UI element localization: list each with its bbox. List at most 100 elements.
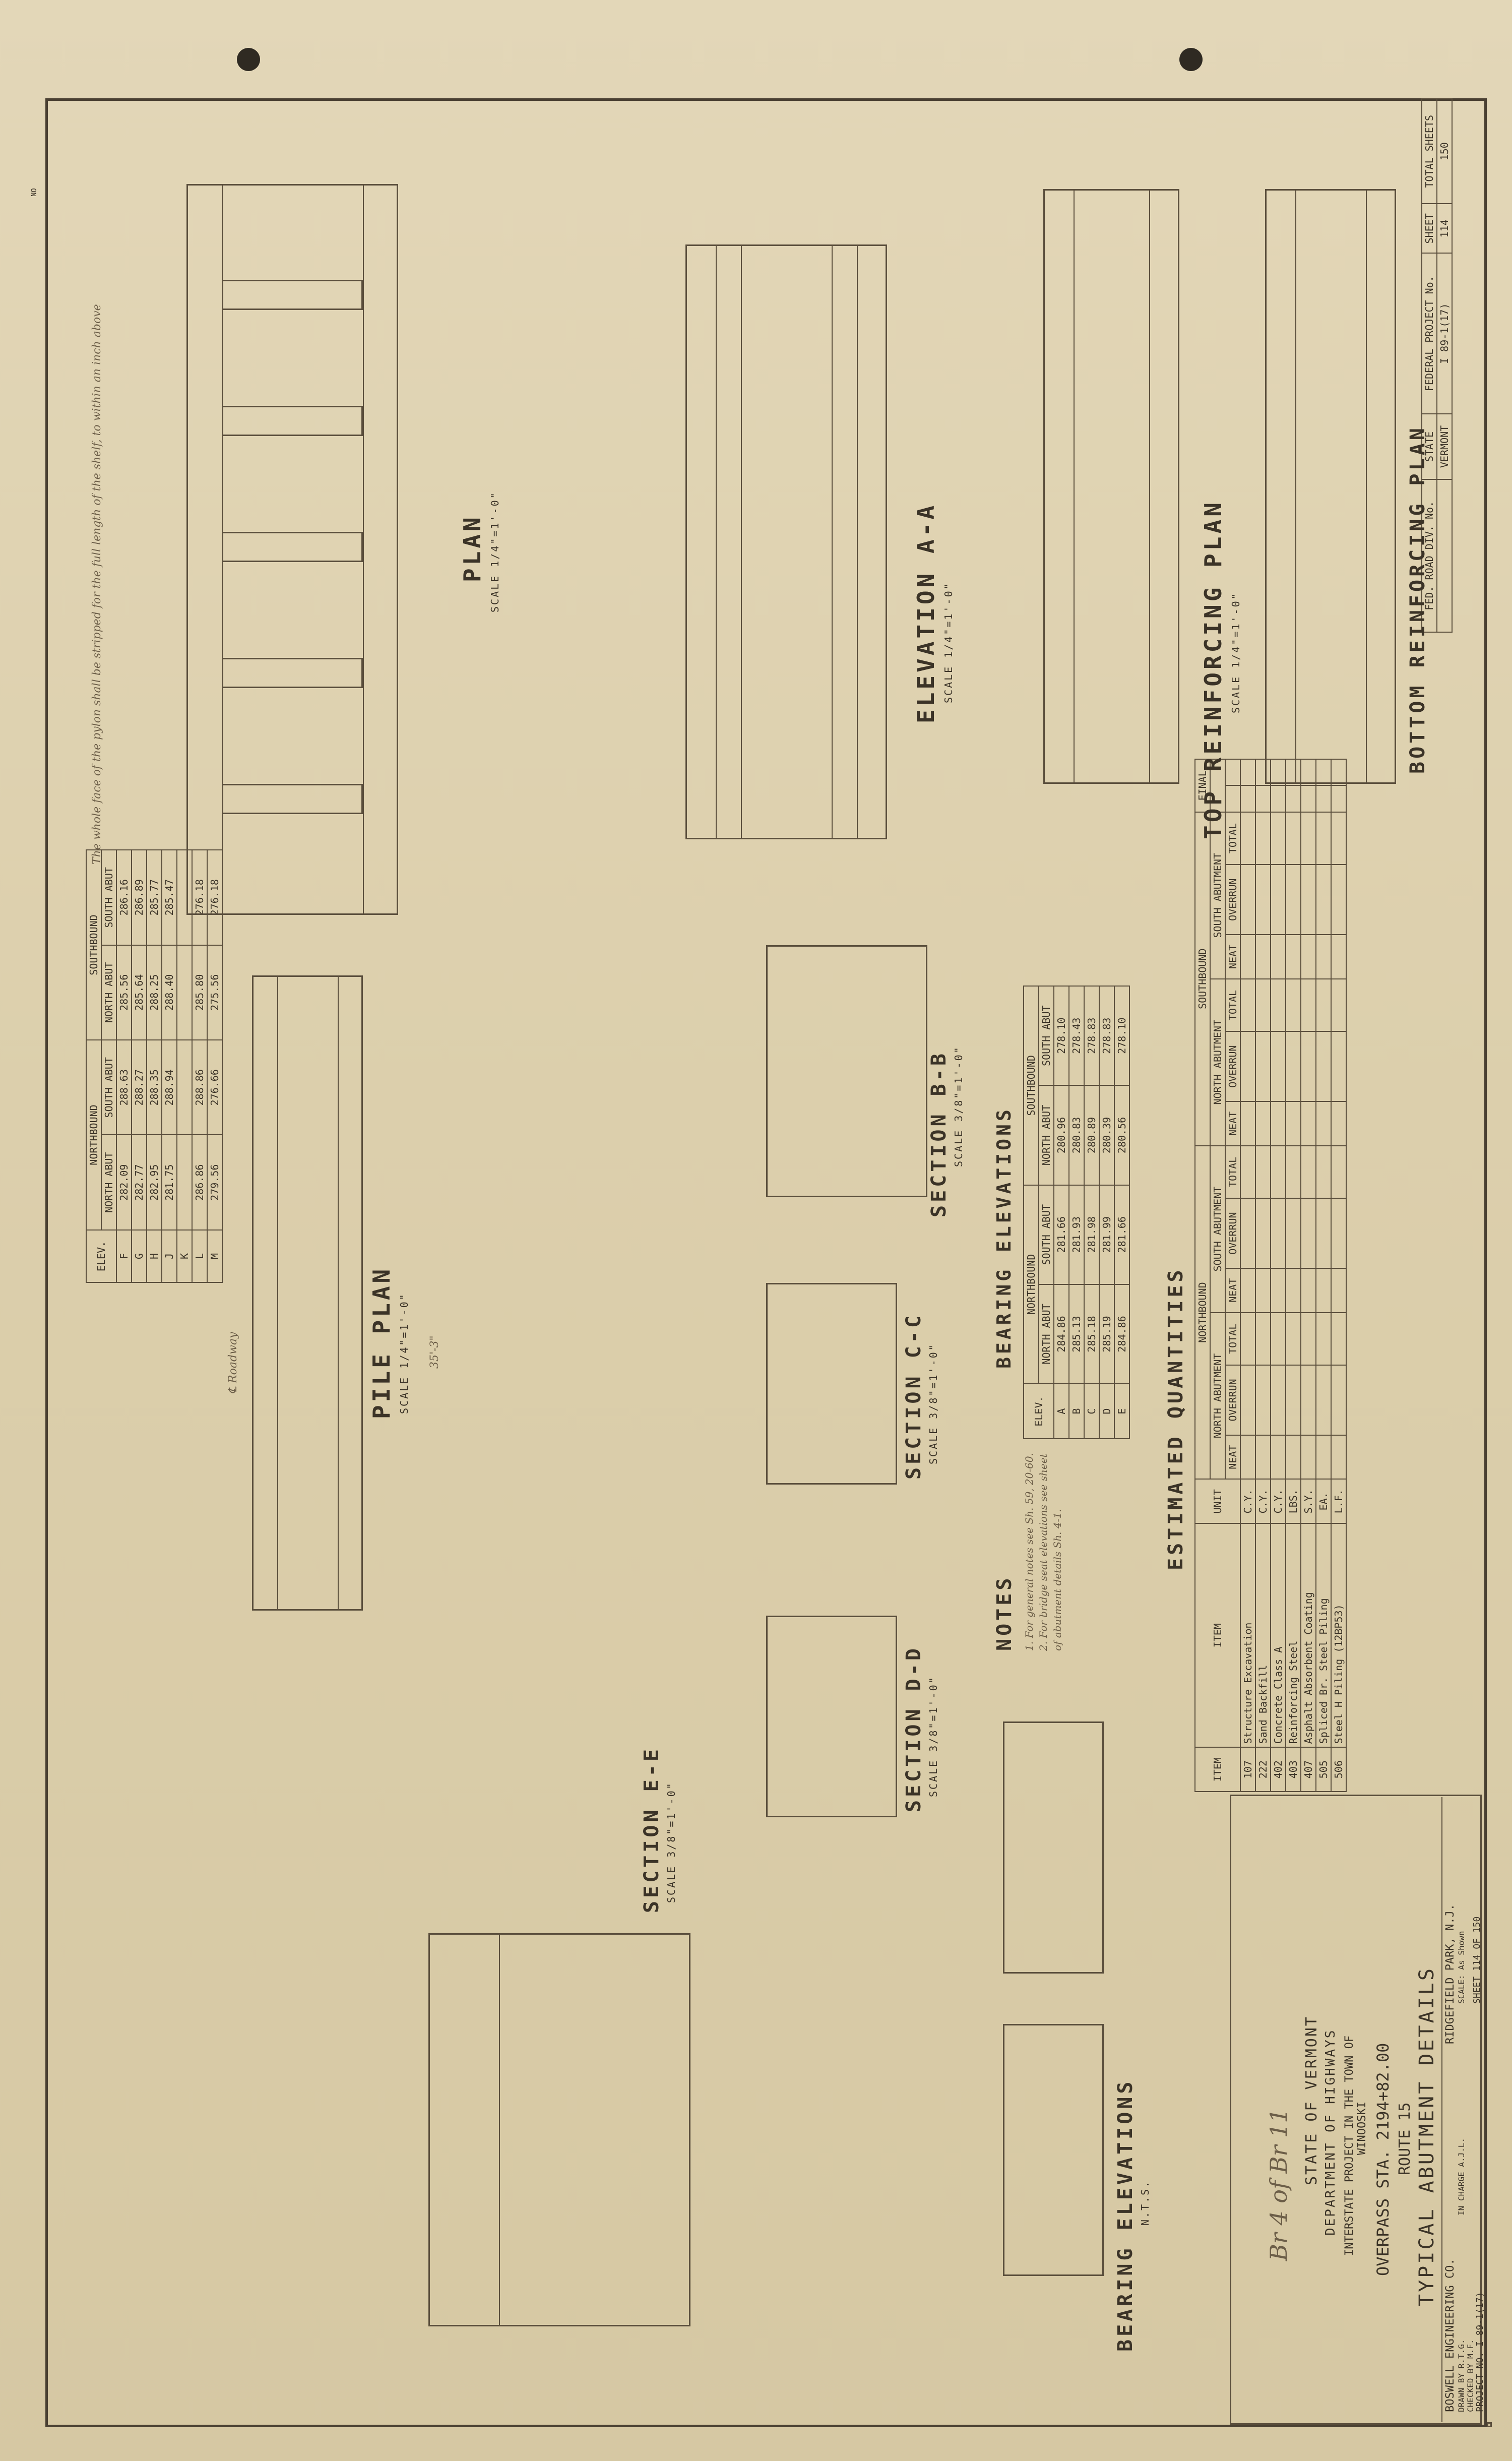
note-line: 2. For bridge seat elevations see sheet	[1037, 1453, 1049, 1651]
elev-cell: G	[132, 1229, 147, 1282]
scale-label: SCALE: As Shown	[1457, 1931, 1466, 2004]
sheet-info-header: SHEET	[1422, 204, 1437, 254]
qty-item-desc: Structure Excavation	[1240, 1523, 1255, 1748]
section-bb-outline	[766, 945, 927, 1197]
qty-unit: EA.	[1316, 1479, 1331, 1524]
bearing-cell: 280.39	[1099, 1085, 1114, 1185]
bearing-cell: C	[1084, 1384, 1099, 1439]
elev-cell: 285.56	[116, 945, 132, 1040]
qty-item-desc: Spliced Br. Steel Piling	[1316, 1523, 1331, 1748]
bearing-cell: 280.56	[1114, 1085, 1129, 1185]
qty-group-header: SOUTHBOUND	[1195, 812, 1210, 1146]
project-label: INTERSTATE PROJECT IN THE TOWN OF	[1343, 2035, 1356, 2256]
bearing-sub: SOUTH ABUT	[1039, 986, 1054, 1086]
elev-cell: 282.77	[132, 1135, 147, 1230]
bearing-header: ELEV.	[1024, 1384, 1054, 1439]
quantities-title: ESTIMATED QUANTITIES	[1164, 1267, 1187, 1570]
note-line: of abutment details Sh. 4-1.	[1051, 1509, 1063, 1651]
bearing-cell: 280.96	[1054, 1085, 1069, 1185]
qty-item-desc: Sand Backfill	[1255, 1523, 1271, 1748]
margin-stamp: NO	[30, 188, 38, 197]
bearing-header: NORTHBOUND	[1024, 1185, 1039, 1384]
sheet-info-value	[1437, 479, 1452, 632]
qty-item-desc: Concrete Class A	[1271, 1523, 1286, 1748]
qty-header: UNIT	[1195, 1479, 1240, 1524]
qty-sub-header: NEAT	[1225, 1435, 1240, 1480]
table-row: 505 Spliced Br. Steel Piling EA.	[1316, 759, 1331, 1792]
pile-plan-scale: SCALE 1/4"=1'-0"	[398, 1293, 410, 1414]
section-cc-title: SECTION C-C	[902, 1313, 925, 1480]
qty-unit: L.F.	[1331, 1479, 1346, 1524]
bearing-table-title: BEARING ELEVATIONS	[993, 1106, 1015, 1369]
sheet-info-value: I 89-1(17)	[1437, 253, 1452, 414]
elev-cell: 286.86	[192, 1135, 207, 1230]
section-dd-outline	[766, 1616, 897, 1817]
elev-cell: L	[192, 1229, 207, 1282]
qty-item-no: 407	[1301, 1747, 1316, 1792]
sheet-info-value: VERMONT	[1437, 414, 1452, 479]
table-row: 407 Asphalt Absorbent Coating S.Y.	[1301, 759, 1316, 1792]
checked-by: CHECKED BY M.F.	[1466, 2339, 1475, 2413]
elev-cell: K	[177, 1229, 192, 1282]
qty-sub-header: NEAT	[1225, 1101, 1240, 1146]
qty-sub-header: OVERRUN	[1225, 1365, 1240, 1435]
qty-unit: C.Y.	[1255, 1479, 1271, 1524]
bearing-nts-right	[1003, 1721, 1104, 1974]
sheet-reference: Br 4 of Br 11	[1265, 2108, 1292, 2261]
elev-cell: 288.94	[162, 1040, 177, 1135]
qty-sub-header: OVERRUN	[1225, 865, 1240, 935]
quantities-table: ITEM ITEM UNIT NORTHBOUND SOUTHBOUND FIN…	[1194, 759, 1347, 1792]
elev-cell	[177, 1040, 192, 1135]
elev-cell: 285.80	[192, 945, 207, 1040]
qty-sub-header: NEAT	[1225, 935, 1240, 979]
bearing-cell: 281.66	[1114, 1185, 1129, 1284]
qty-item-no: 222	[1255, 1747, 1271, 1792]
firm-name: BOSWELL ENGINEERING CO.	[1444, 2258, 1457, 2412]
qty-sub-header: OVERRUN	[1225, 1031, 1240, 1101]
qty-header: ITEM	[1195, 1747, 1240, 1792]
bearing-cell: 280.89	[1084, 1085, 1099, 1185]
qty-header: NORTH ABUTMENT	[1210, 978, 1225, 1146]
in-charge: IN CHARGE A.J.L.	[1457, 2137, 1466, 2216]
elev-cell: H	[147, 1229, 162, 1282]
bearing-cell: 284.86	[1054, 1284, 1069, 1384]
qty-unit: C.Y.	[1271, 1479, 1286, 1524]
elev-cell: 286.89	[132, 850, 147, 945]
bearing-cell: 278.10	[1114, 986, 1129, 1086]
elev-sub: SOUTH ABUT	[101, 850, 116, 945]
elev-cell: 276.66	[207, 1040, 222, 1135]
bearing-nts-title: BEARING ELEVATIONS	[1114, 2078, 1137, 2352]
table-row: 403 Reinforcing Steel LBS.	[1286, 759, 1301, 1792]
table-row: 222 Sand Backfill C.Y.	[1255, 759, 1271, 1792]
section-dd-scale: SCALE 3/8"=1'-0"	[927, 1676, 939, 1797]
qty-unit: C.Y.	[1240, 1479, 1255, 1524]
bottom-reinforcing-outline	[1265, 189, 1396, 784]
plan-note: The whole face of the pylon shall be str…	[91, 304, 103, 865]
elev-sub: SOUTH ABUT	[101, 1040, 116, 1135]
elev-cell: 288.86	[192, 1040, 207, 1135]
section-ee-scale: SCALE 3/8"=1'-0"	[665, 1781, 677, 1903]
bearing-header: SOUTHBOUND	[1024, 986, 1039, 1185]
sheet-info-header: TOTAL SHEETS	[1422, 99, 1437, 204]
pile-plan-outline	[252, 975, 363, 1611]
bearing-nts-left	[1003, 2024, 1104, 2276]
bearing-cell: 285.13	[1069, 1284, 1084, 1384]
elev-cell	[177, 1135, 192, 1230]
overpass-label: OVERPASS STA. 2194+82.00	[1373, 2043, 1393, 2276]
qty-sub-header: OVERRUN	[1225, 1198, 1240, 1268]
pile-plan-dimension: 35'-3"	[428, 1335, 441, 1369]
bearing-cell: E	[1114, 1384, 1129, 1439]
elev-cell: M	[207, 1229, 222, 1282]
sheet-border	[45, 98, 1487, 2427]
elev-cell: 282.09	[116, 1135, 132, 1230]
top-reinforcing-title: TOP REINFORCING PLAN	[1200, 500, 1227, 839]
section-bb-scale: SCALE 3/8"=1'-0"	[953, 1045, 965, 1167]
bearing-cell: 278.43	[1069, 986, 1084, 1086]
qty-item-no: 402	[1271, 1747, 1286, 1792]
